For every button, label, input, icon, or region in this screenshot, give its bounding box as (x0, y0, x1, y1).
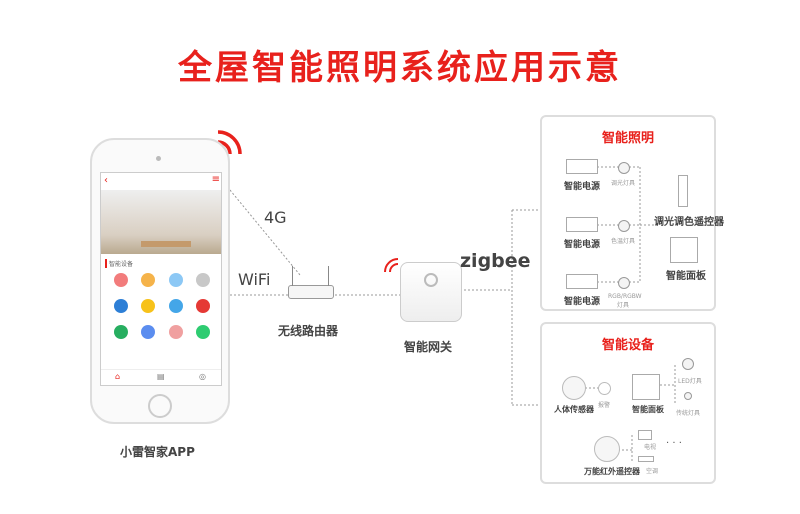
app-tab-bar: ‹ ≡ (101, 173, 221, 191)
menu-icon[interactable]: ≡ (211, 174, 220, 185)
ir-label: 万能红外遥控器 (584, 467, 640, 476)
panel-label: 智能面板 (666, 271, 706, 282)
label-zigbee: zigbee (460, 250, 531, 272)
tv-label: 电视 (644, 444, 657, 451)
device-icon[interactable] (141, 325, 156, 339)
page-title: 全屋智能照明系统应用示意 (178, 48, 622, 88)
router-icon (288, 285, 334, 299)
profile-icon[interactable]: ◎ (199, 372, 206, 381)
remote-icon (678, 175, 688, 207)
alarm-icon (598, 382, 611, 395)
bottom-nav: ⌂ ▤ ◎ (101, 369, 221, 385)
devices-panel: 智能设备 人体传感器 报警 智能面板 LED灯具 传统灯具 万能红外遥控器 电视… (540, 322, 716, 484)
gateway-label: 智能网关 (404, 340, 453, 354)
sensor-icon (562, 376, 586, 400)
lighting-panel: 智能照明 智能电源 调光灯具 智能电源 色温灯具 智能电源 RGB/RGBW 灯… (540, 115, 724, 311)
smartphone: ‹ ≡ 智能设备 ⌂ ▤ ◎ (90, 138, 230, 424)
bulb-icon (618, 220, 630, 232)
section-title: 智能设备 (105, 259, 133, 268)
label-4g: 4G (264, 208, 287, 227)
camera-icon (156, 156, 161, 161)
smart-power-icon (566, 217, 598, 232)
gateway-icon (400, 262, 462, 322)
device-icon[interactable] (113, 325, 128, 339)
traditional-label: 传统灯具 (676, 410, 701, 417)
bulb-icon (684, 392, 692, 400)
sensor-label: 人体传感器 (554, 405, 594, 414)
device-icon[interactable] (141, 299, 156, 313)
device-icon[interactable] (196, 299, 211, 313)
lamp-label: RGB/RGBW 灯具 (608, 293, 642, 309)
smart-power-label: 智能电源 (564, 182, 601, 192)
back-icon[interactable]: ‹ (104, 175, 108, 186)
device-icon[interactable] (113, 299, 128, 313)
ir-remote-icon (594, 436, 620, 462)
smart-power-icon (566, 274, 598, 289)
device-icon[interactable] (168, 325, 183, 339)
alarm-label: 报警 (598, 402, 611, 409)
home-icon[interactable]: ⌂ (115, 372, 121, 381)
devices-panel-label: 智能面板 (632, 405, 664, 414)
panel-icon (670, 237, 698, 263)
smart-power-label: 智能电源 (564, 240, 601, 250)
device-icon[interactable] (196, 325, 211, 339)
lamp-label: 色温灯具 (610, 238, 635, 245)
device-icon[interactable] (113, 273, 128, 287)
bulb-icon (618, 277, 630, 289)
device-icon[interactable] (168, 299, 183, 313)
device-grid (107, 273, 217, 339)
label-wifi: WiFi (238, 270, 271, 289)
tv-icon (638, 430, 652, 440)
smart-power-icon (566, 159, 598, 174)
devices-panel-icon (632, 374, 660, 400)
led-label: LED灯具 (678, 378, 702, 385)
remote-label: 调光调色遥控器 (654, 217, 724, 228)
lamp-label: 调光灯具 (610, 180, 635, 187)
app-screen[interactable]: ‹ ≡ 智能设备 ⌂ ▤ ◎ (100, 172, 222, 386)
home-button (148, 394, 172, 418)
device-icon[interactable] (168, 273, 183, 287)
router-label: 无线路由器 (278, 324, 339, 338)
scene-icon[interactable]: ▤ (157, 372, 165, 381)
room-photo (101, 191, 221, 254)
ac-icon (638, 456, 654, 462)
bulb-icon (618, 162, 630, 174)
led-bulb-icon (682, 358, 694, 370)
smart-power-label: 智能电源 (564, 297, 601, 307)
device-icon[interactable] (141, 273, 156, 287)
ac-label: 空调 (646, 468, 659, 475)
device-icon[interactable] (196, 273, 211, 287)
app-caption: 小雷智家APP (120, 445, 195, 459)
devices-title: 智能设备 (601, 338, 654, 353)
lighting-title: 智能照明 (601, 131, 654, 146)
more-ellipsis: · · · (666, 438, 682, 449)
